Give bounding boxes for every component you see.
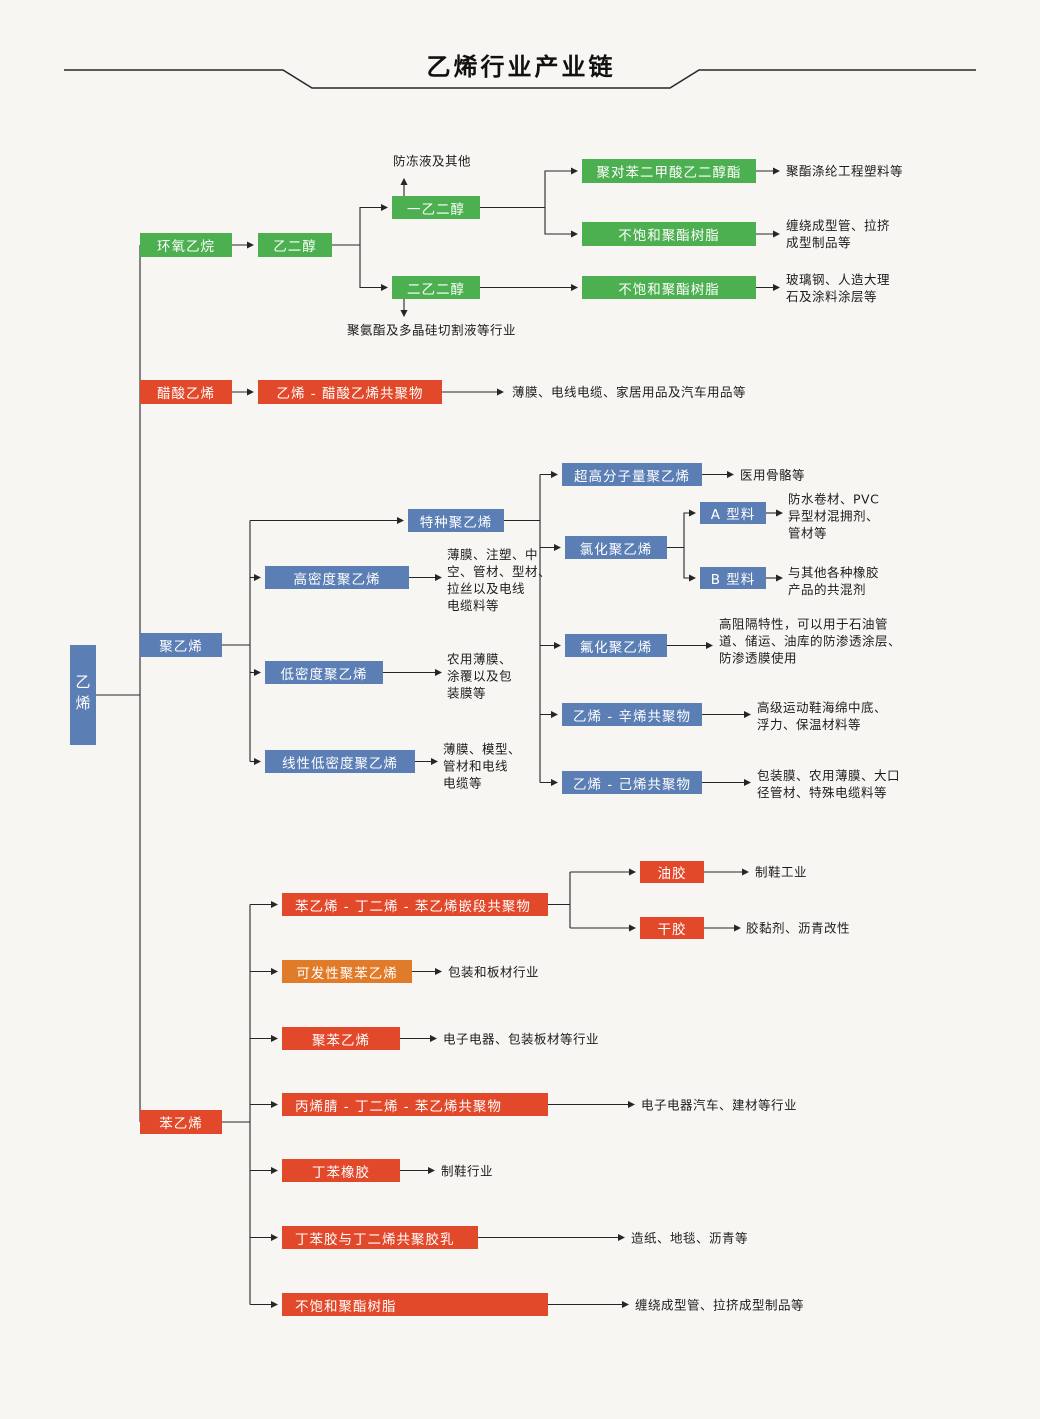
text-sbr-uses: 制鞋行业 — [441, 1163, 494, 1179]
text-eva-uses: 薄膜、电线电缆、家居用品及汽车用品等 — [512, 384, 747, 400]
text-upr3-uses: 缠绕成型管、拉挤成型制品等 — [635, 1297, 805, 1313]
node-sbs-copolymer: 苯乙烯 - 丁二烯 - 苯乙烯嵌段共聚物 — [282, 893, 548, 916]
node-type-a: A 型料 — [700, 502, 766, 524]
text-antifreeze-uses: 防冻液及其他 — [393, 153, 472, 169]
node-monoethylene-glycol: 一乙二醇 — [392, 196, 480, 219]
node-styrene: 苯乙烯 — [140, 1110, 222, 1134]
text-abs-uses: 电子电器汽车、建材等行业 — [641, 1097, 798, 1113]
node-special-pe: 特种聚乙烯 — [408, 509, 504, 532]
node-ethylene-octene-copolymer: 乙烯 - 辛烯共聚物 — [562, 703, 702, 726]
diagram-title: 乙烯行业产业链 — [426, 53, 616, 81]
node-eva-copolymer: 乙烯 - 醋酸乙烯共聚物 — [258, 380, 442, 404]
node-expandable-ps: 可发性聚苯乙烯 — [282, 960, 412, 983]
node-pet: 聚对苯二甲酸乙二醇酯 — [582, 159, 756, 183]
node-ethylene-hexene-copolymer: 乙烯 - 己烯共聚物 — [562, 771, 702, 794]
node-polystyrene: 聚苯乙烯 — [282, 1027, 400, 1050]
node-uhmwpe: 超高分子量聚乙烯 — [562, 463, 702, 486]
node-chlorinated-pe: 氯化聚乙烯 — [565, 536, 667, 559]
node-sbr-rubber: 丁苯橡胶 — [282, 1159, 400, 1182]
node-ethylene: 乙烯 — [70, 645, 96, 745]
text-ldpe-uses: 农用薄膜、 涂覆以及包 装膜等 — [447, 651, 513, 701]
text-lldpe-uses: 薄膜、模型、 管材和电线 电缆等 — [443, 741, 522, 791]
node-unsaturated-polyester-resin-1: 不饱和聚酯树脂 — [582, 222, 756, 246]
node-unsaturated-polyester-resin-3: 不饱和聚酯树脂 — [282, 1293, 548, 1316]
node-polyethylene: 聚乙烯 — [140, 633, 222, 657]
text-upr2-uses: 玻璃钢、人造大理 石及涂料涂层等 — [786, 272, 891, 304]
text-latex-uses: 造纸、地毯、沥青等 — [631, 1230, 749, 1246]
text-dry-glue-uses: 胶黏剂、沥青改性 — [746, 920, 851, 936]
node-unsaturated-polyester-resin-2: 不饱和聚酯树脂 — [582, 276, 756, 299]
node-type-b: B 型料 — [700, 567, 766, 589]
text-poe-uses: 高级运动鞋海绵中底、 浮力、保温材料等 — [757, 700, 888, 732]
node-sb-latex: 丁苯胶与丁二烯共聚胶乳 — [282, 1226, 478, 1249]
text-polyurethane-uses: 聚氨酯及多晶硅切割液等行业 — [347, 322, 517, 338]
node-dry-glue: 干胶 — [640, 917, 704, 939]
text-ehc-uses: 包装膜、农用薄膜、大口 径管材、特殊电缆料等 — [757, 768, 901, 800]
node-ethylene-oxide: 环氧乙烷 — [140, 233, 232, 257]
text-uhmwpe-uses: 医用骨骼等 — [740, 467, 806, 483]
text-type-a-uses: 防水卷材、PVC 异型材混拥剂、 管材等 — [788, 491, 880, 541]
text-hdpe-uses: 薄膜、注塑、中 空、管材、型材、 拉丝以及电线 电缆料等 — [447, 547, 552, 613]
node-glycol: 乙二醇 — [258, 233, 332, 257]
node-diethylene-glycol: 二乙二醇 — [392, 276, 480, 299]
node-vinyl-acetate: 醋酸乙烯 — [140, 380, 232, 404]
text-fpe-uses: 高阻隔特性，可以用于石油管 道、储运、油库的防渗透涂层、 防渗透膜使用 — [719, 616, 902, 666]
text-upr1-uses: 缠绕成型管、拉挤 成型制品等 — [786, 218, 891, 250]
text-ps-uses: 电子电器、包装板材等行业 — [443, 1031, 600, 1047]
text-oil-glue-uses: 制鞋工业 — [755, 864, 808, 880]
text-pet-uses: 聚酯涤纶工程塑料等 — [786, 163, 904, 179]
title-decoration-line — [64, 69, 976, 89]
node-fluorinated-pe: 氟化聚乙烯 — [565, 634, 667, 657]
node-oil-glue: 油胶 — [640, 861, 704, 883]
node-hdpe: 高密度聚乙烯 — [265, 566, 409, 589]
node-lldpe: 线性低密度聚乙烯 — [265, 750, 415, 773]
text-eps-uses: 包装和板材行业 — [448, 964, 540, 980]
text-type-b-uses: 与其他各种橡胶 产品的共混剂 — [788, 565, 880, 597]
node-ldpe: 低密度聚乙烯 — [265, 661, 383, 684]
node-abs-copolymer: 丙烯腈 - 丁二烯 - 苯乙烯共聚物 — [282, 1093, 548, 1116]
